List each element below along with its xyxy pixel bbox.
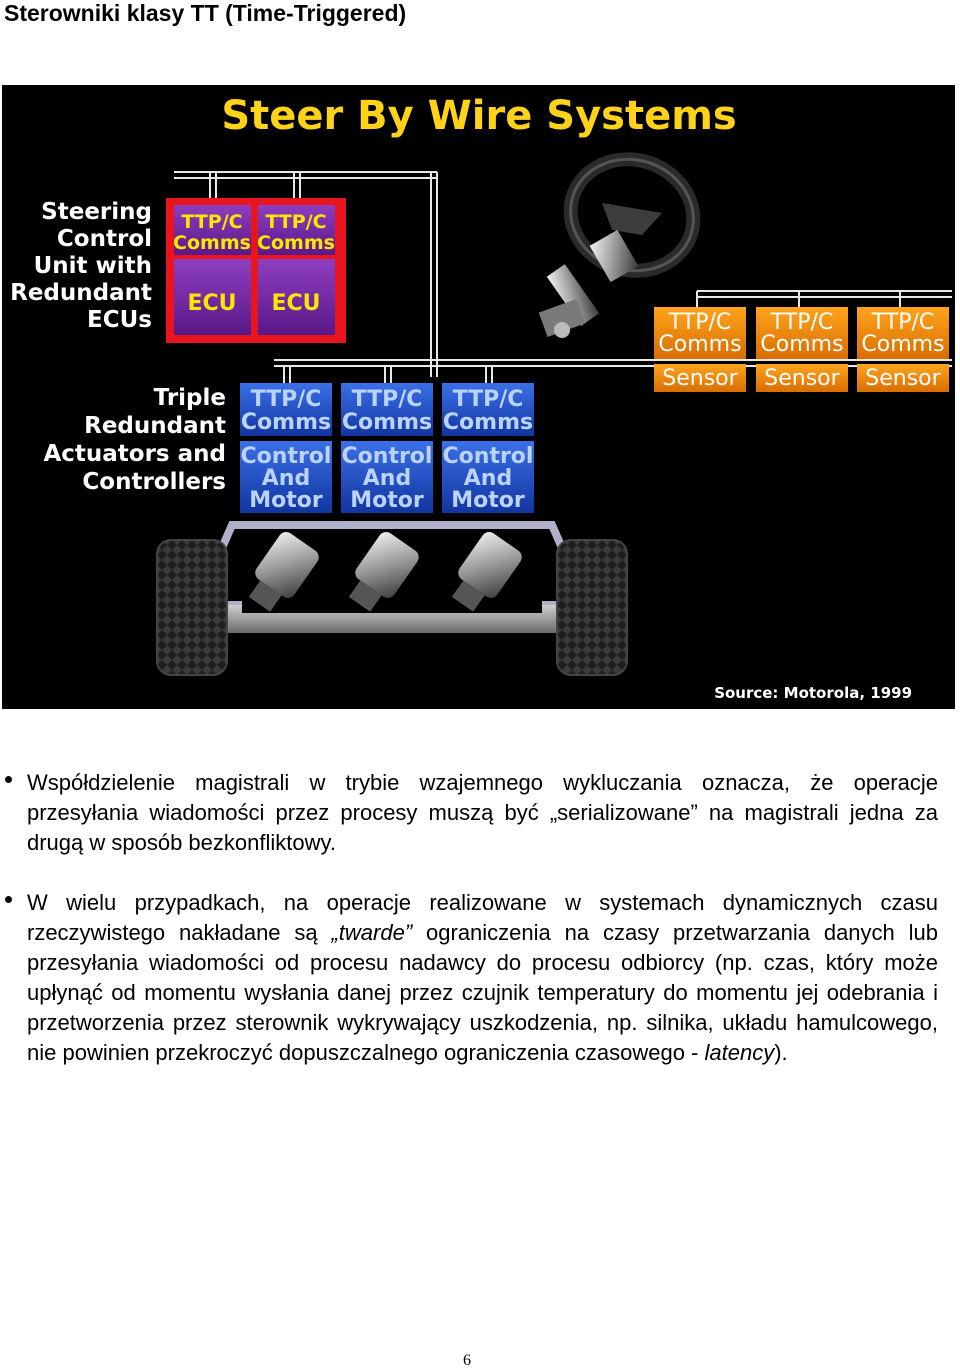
svg-text:Sensor: Sensor xyxy=(865,366,941,391)
svg-text:Control: Control xyxy=(241,444,332,469)
actuator-unit: TTP/C Comms Control And Motor xyxy=(442,383,534,513)
svg-text:TTP/C: TTP/C xyxy=(770,310,834,335)
bullet-text: W wielu przypadkach, na operacje realizo… xyxy=(27,890,938,1065)
svg-text:Sensor: Sensor xyxy=(764,366,840,391)
figure-title: Steer By Wire Systems xyxy=(221,93,736,139)
svg-text:Controllers: Controllers xyxy=(82,469,226,495)
sensor-unit: TTP/C Comms Sensor xyxy=(857,307,949,392)
figure-canvas: Steer By Wire Systems Steering Control U… xyxy=(10,93,952,702)
svg-text:TTP/C: TTP/C xyxy=(265,211,326,233)
svg-text:Control: Control xyxy=(443,444,534,469)
svg-text:TTP/C: TTP/C xyxy=(352,387,423,412)
svg-text:TTP/C: TTP/C xyxy=(871,310,935,335)
svg-text:Redundant: Redundant xyxy=(10,280,152,306)
ecu-unit: TTP/C Comms ECU xyxy=(257,205,335,335)
svg-text:Motor: Motor xyxy=(249,488,323,513)
svg-text:TTP/C: TTP/C xyxy=(668,310,732,335)
svg-text:Steering: Steering xyxy=(41,199,152,225)
actuator-unit: TTP/C Comms Control And Motor xyxy=(240,383,332,513)
bullet-dot xyxy=(5,776,12,783)
svg-text:Comms: Comms xyxy=(443,410,533,435)
figure-source: Source: Motorola, 1999 xyxy=(714,684,912,702)
svg-text:Control: Control xyxy=(57,226,152,252)
svg-text:And: And xyxy=(464,466,512,491)
page-header-title: Sterowniki klasy TT (Time-Triggered) xyxy=(4,0,407,26)
svg-text:Actuators and: Actuators and xyxy=(43,441,226,467)
svg-text:TTP/C: TTP/C xyxy=(453,387,524,412)
svg-text:Comms: Comms xyxy=(173,232,251,254)
sensor-unit: TTP/C Comms Sensor xyxy=(654,307,746,392)
actuator-unit: TTP/C Comms Control And Motor xyxy=(341,383,433,513)
motor-illustration xyxy=(248,532,522,612)
svg-text:Comms: Comms xyxy=(342,410,432,435)
svg-text:And: And xyxy=(363,466,411,491)
svg-text:Control: Control xyxy=(342,444,433,469)
ecu-unit: TTP/C Comms ECU xyxy=(173,205,251,335)
svg-text:Comms: Comms xyxy=(241,410,331,435)
svg-text:Sensor: Sensor xyxy=(662,366,738,391)
svg-text:TTP/C: TTP/C xyxy=(251,387,322,412)
svg-text:Redundant: Redundant xyxy=(84,413,226,439)
svg-text:ECU: ECU xyxy=(271,291,320,316)
svg-text:Comms: Comms xyxy=(760,332,843,357)
svg-text:Comms: Comms xyxy=(257,232,335,254)
steering-control-label: Steering Control Unit with Redundant ECU… xyxy=(10,199,152,333)
redundant-ecu-block: TTP/C Comms ECU TTP/C Comms ECU xyxy=(166,198,346,343)
svg-text:Triple: Triple xyxy=(154,385,226,411)
bullet-dot xyxy=(5,896,12,903)
svg-text:Unit with: Unit with xyxy=(34,253,152,279)
svg-text:ECUs: ECUs xyxy=(87,307,152,333)
svg-text:And: And xyxy=(262,466,310,491)
svg-text:TTP/C: TTP/C xyxy=(181,211,242,233)
svg-text:Comms: Comms xyxy=(861,332,944,357)
page-number: 6 xyxy=(463,1352,471,1369)
bullet-text: Współdzielenie magistrali w trybie wzaje… xyxy=(27,770,938,855)
svg-text:Comms: Comms xyxy=(658,332,741,357)
svg-text:Motor: Motor xyxy=(350,488,424,513)
svg-text:Motor: Motor xyxy=(451,488,525,513)
steer-by-wire-figure: Steer By Wire Systems Steering Control U… xyxy=(2,85,955,709)
steering-wheel-illustration xyxy=(538,152,701,338)
svg-text:ECU: ECU xyxy=(187,291,236,316)
sensor-unit: TTP/C Comms Sensor xyxy=(756,307,848,392)
actuators-label: Triple Redundant Actuators and Controlle… xyxy=(43,385,226,495)
